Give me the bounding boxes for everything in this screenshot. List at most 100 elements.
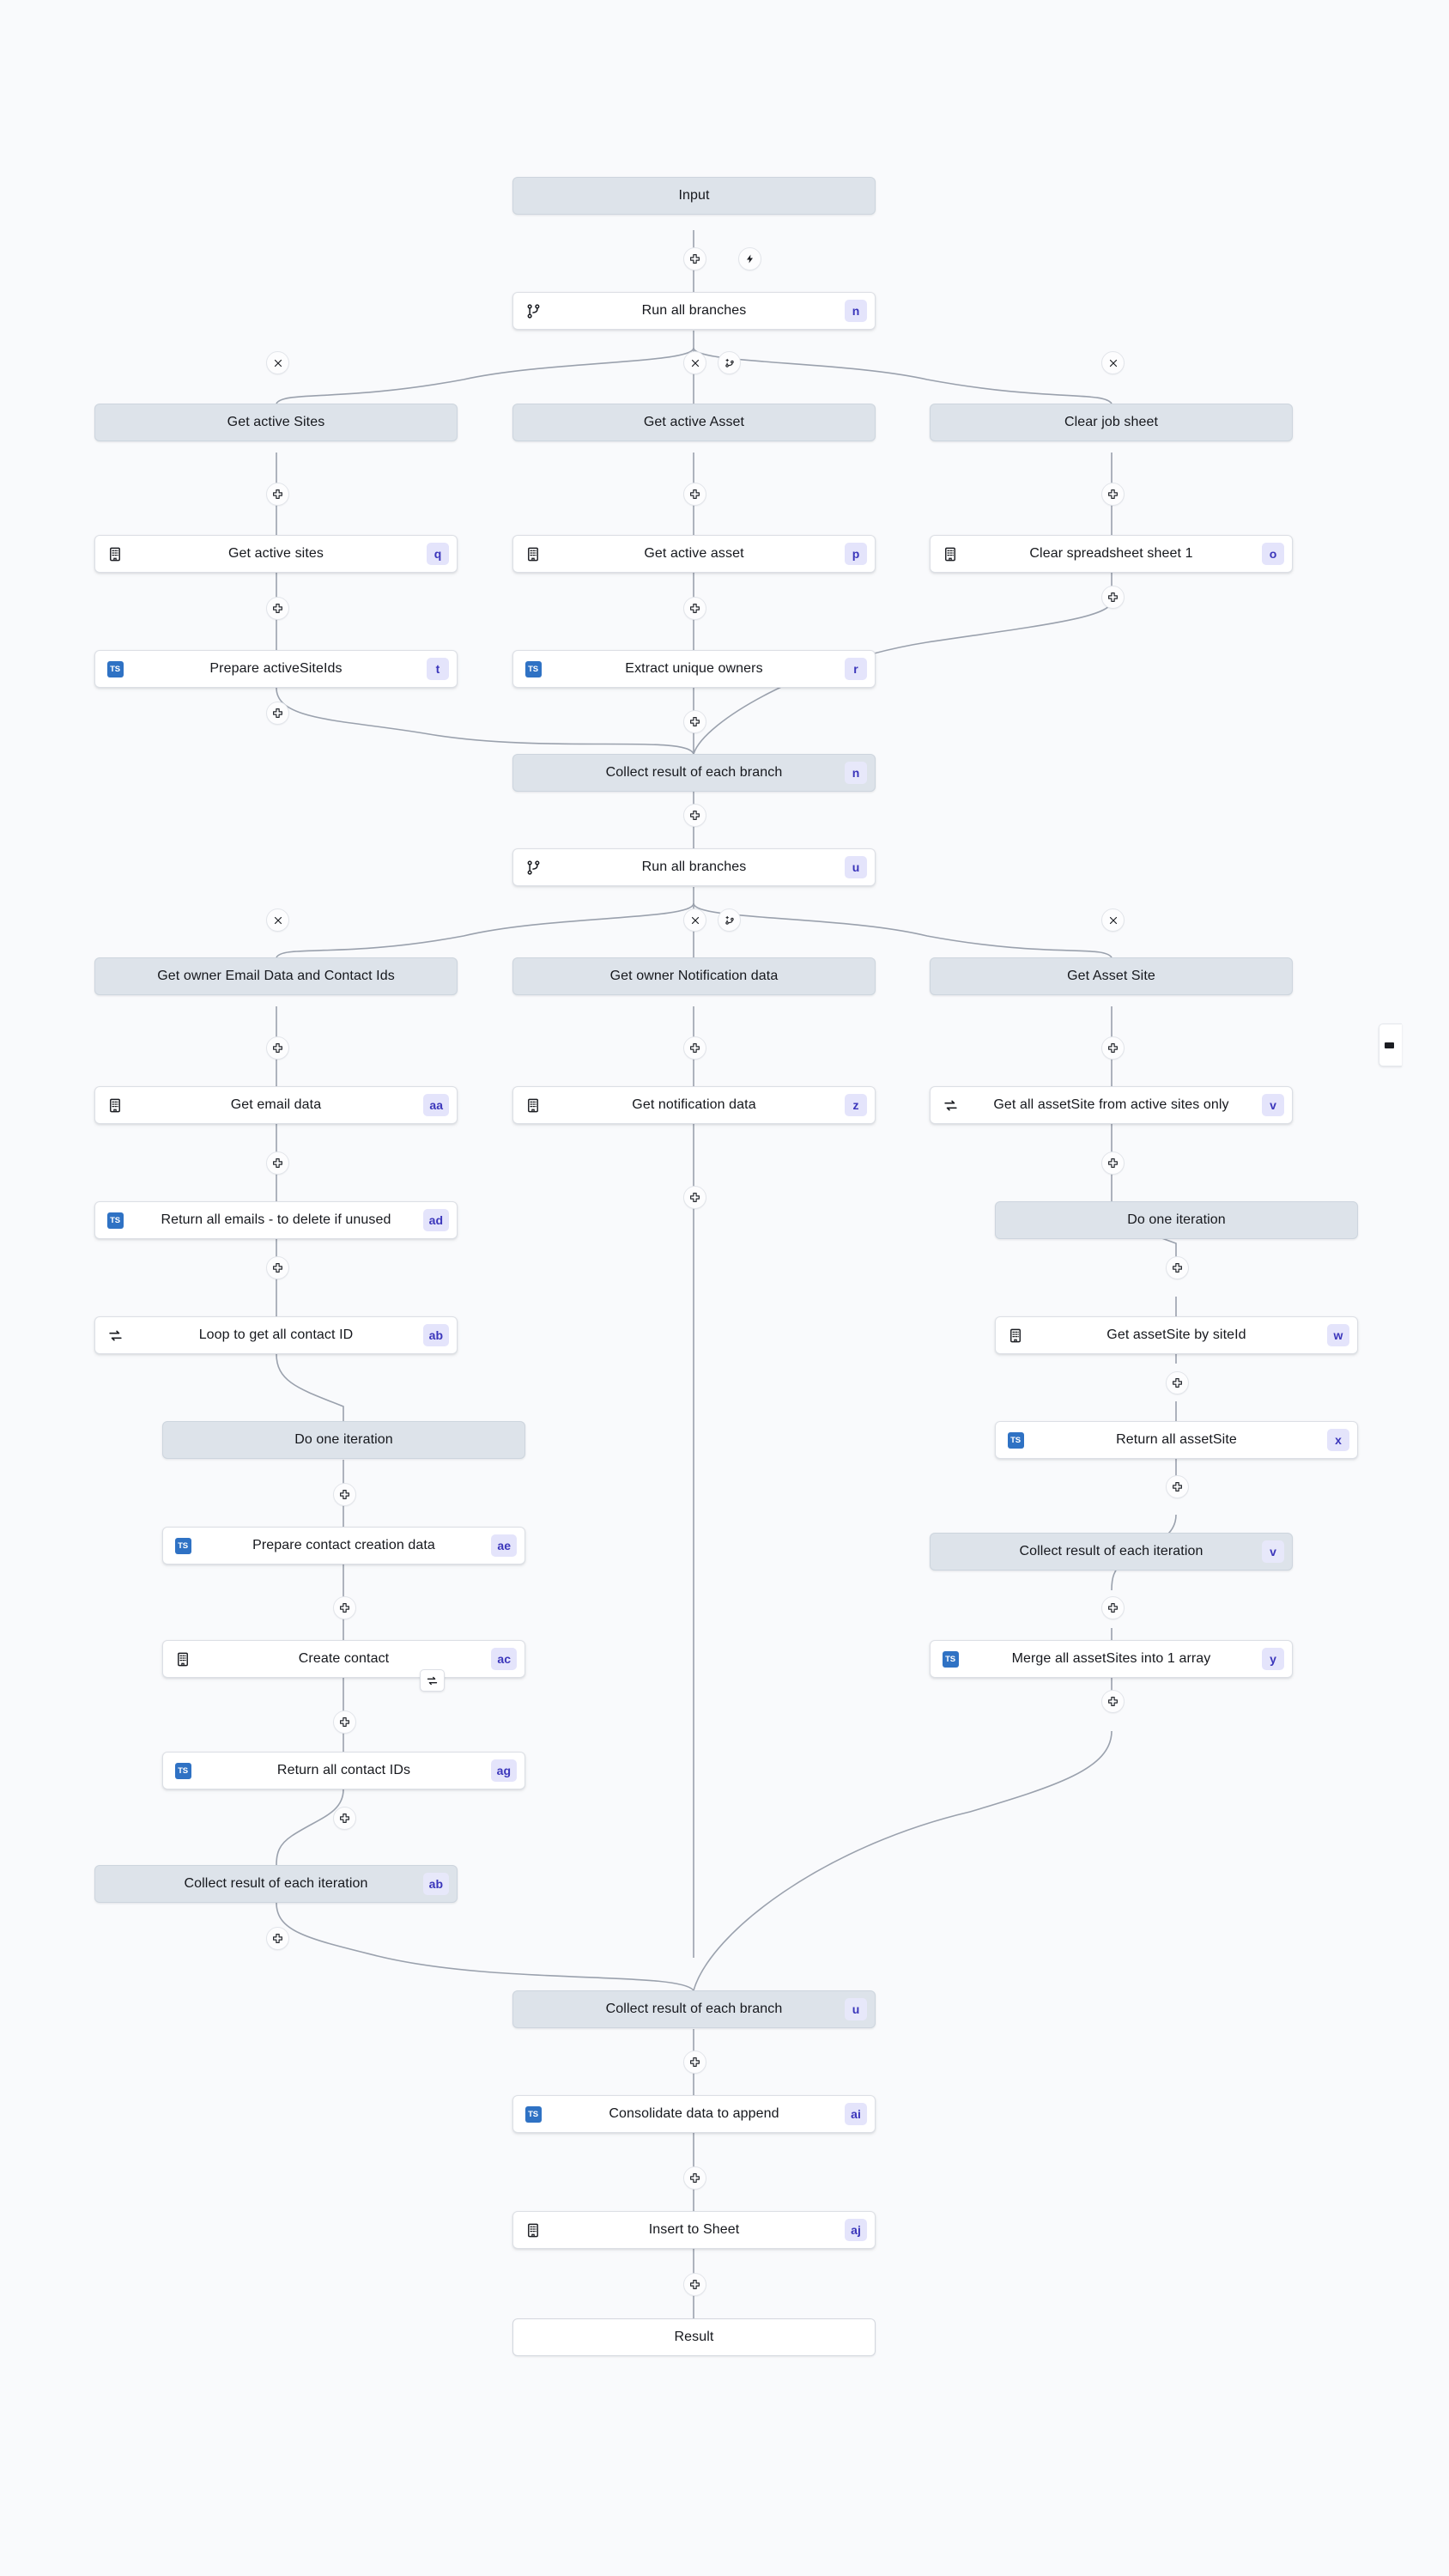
node-key-badge[interactable]: q — [427, 543, 449, 565]
add-node-button[interactable] — [683, 247, 706, 270]
add-node-button[interactable] — [333, 1710, 356, 1734]
node-run-all-branches-2[interactable]: Run all branches u — [512, 848, 876, 886]
add-node-button[interactable] — [1166, 1256, 1189, 1279]
node-result[interactable]: Result — [512, 2318, 876, 2356]
node-key-badge[interactable]: aj — [845, 2219, 867, 2241]
node-key-badge[interactable]: ae — [491, 1534, 517, 1557]
node-key-badge[interactable]: ac — [491, 1648, 517, 1670]
node-key-badge[interactable]: v — [1262, 1094, 1284, 1116]
add-node-button[interactable] — [266, 1036, 289, 1060]
add-node-button[interactable] — [683, 710, 706, 733]
node-prepare-active-site-ids[interactable]: TS Prepare activeSiteIds t — [94, 650, 458, 688]
branch-header-get-asset-site[interactable]: Get Asset Site — [930, 957, 1293, 995]
node-key-badge[interactable]: z — [845, 1094, 867, 1116]
add-node-button[interactable] — [683, 1186, 706, 1209]
node-key-badge[interactable]: ai — [845, 2103, 867, 2125]
close-branch-button[interactable] — [266, 908, 289, 932]
node-return-all-contact-ids[interactable]: TS Return all contact IDs ag — [162, 1752, 525, 1789]
add-node-button[interactable] — [1101, 1690, 1125, 1713]
node-key-badge[interactable]: u — [845, 856, 867, 878]
add-node-button[interactable] — [683, 2273, 706, 2296]
add-node-button[interactable] — [266, 702, 289, 725]
node-merge-all-assetsites[interactable]: TS Merge all assetSites into 1 array y — [930, 1640, 1293, 1678]
node-get-all-assetsite-active-sites[interactable]: Get all assetSite from active sites only… — [930, 1086, 1293, 1124]
node-key-badge[interactable]: ab — [422, 1324, 449, 1346]
add-node-button[interactable] — [1166, 1371, 1189, 1394]
add-node-button[interactable] — [333, 1596, 356, 1619]
add-node-button[interactable] — [683, 2166, 706, 2190]
close-branch-button[interactable] — [1101, 908, 1125, 932]
node-get-notification-data[interactable]: Get notification data z — [512, 1086, 876, 1124]
node-collect-result-branch-1[interactable]: Collect result of each branch n — [512, 754, 876, 792]
add-node-button[interactable] — [1101, 1596, 1125, 1619]
node-do-one-iteration-left[interactable]: Do one iteration — [162, 1421, 525, 1459]
add-node-button[interactable] — [1101, 586, 1125, 609]
node-return-all-emails[interactable]: TS Return all emails - to delete if unus… — [94, 1201, 458, 1239]
retry-button[interactable] — [420, 1669, 445, 1692]
node-get-email-data[interactable]: Get email data aa — [94, 1086, 458, 1124]
close-branch-button[interactable] — [1101, 351, 1125, 374]
add-node-button[interactable] — [683, 804, 706, 827]
node-key-badge[interactable]: p — [845, 543, 867, 565]
node-key-badge[interactable]: n — [845, 300, 867, 322]
node-key-badge[interactable]: w — [1327, 1324, 1349, 1346]
node-key-badge[interactable]: ag — [490, 1759, 517, 1782]
add-node-button[interactable] — [683, 1036, 706, 1060]
node-key-badge[interactable]: t — [427, 658, 449, 680]
node-loop-get-all-contact-id[interactable]: Loop to get all contact ID ab — [94, 1316, 458, 1354]
node-insert-to-sheet[interactable]: Insert to Sheet aj — [512, 2211, 876, 2249]
node-return-all-assetsite[interactable]: TS Return all assetSite x — [995, 1421, 1358, 1459]
branch-header-get-owner-notification-data[interactable]: Get owner Notification data — [512, 957, 876, 995]
add-node-button[interactable] — [1101, 483, 1125, 506]
node-key-badge[interactable]: ad — [422, 1209, 449, 1231]
node-key-badge[interactable]: r — [845, 658, 867, 680]
branch-header-get-owner-email-data[interactable]: Get owner Email Data and Contact Ids — [94, 957, 458, 995]
node-key-badge[interactable]: o — [1262, 543, 1284, 565]
node-extract-unique-owners[interactable]: TS Extract unique owners r — [512, 650, 876, 688]
node-key-badge[interactable]: u — [845, 1998, 867, 2020]
node-clear-spreadsheet-sheet-1[interactable]: Clear spreadsheet sheet 1 o — [930, 535, 1293, 573]
add-node-button[interactable] — [683, 597, 706, 620]
node-get-assetsite-by-siteid[interactable]: Get assetSite by siteId w — [995, 1316, 1358, 1354]
add-node-button[interactable] — [266, 597, 289, 620]
node-key-badge[interactable]: x — [1327, 1429, 1349, 1451]
add-node-button[interactable] — [1166, 1475, 1189, 1498]
add-node-button[interactable] — [333, 1807, 356, 1830]
node-key-badge[interactable]: ab — [422, 1873, 449, 1895]
trigger-button[interactable] — [738, 247, 761, 270]
node-collect-result-branch-2[interactable]: Collect result of each branch u — [512, 1990, 876, 2028]
node-key-badge[interactable]: y — [1262, 1648, 1284, 1670]
node-consolidate-data-to-append[interactable]: TS Consolidate data to append ai — [512, 2095, 876, 2133]
node-do-one-iteration-right[interactable]: Do one iteration — [995, 1201, 1358, 1239]
node-input[interactable]: Input — [512, 177, 876, 215]
close-branch-button[interactable] — [683, 351, 706, 374]
node-key-badge[interactable]: n — [845, 762, 867, 784]
node-collect-result-iteration-right[interactable]: Collect result of each iteration v — [930, 1533, 1293, 1571]
add-node-button[interactable] — [266, 483, 289, 506]
node-key-badge[interactable]: v — [1262, 1540, 1284, 1563]
add-node-button[interactable] — [1101, 1036, 1125, 1060]
add-node-button[interactable] — [266, 1256, 289, 1279]
node-run-all-branches-1[interactable]: Run all branches n — [512, 292, 876, 330]
node-get-active-sites[interactable]: Get active sites q — [94, 535, 458, 573]
branch-header-clear-job-sheet[interactable]: Clear job sheet — [930, 404, 1293, 441]
node-create-contact[interactable]: Create contact ac — [162, 1640, 525, 1678]
plus-icon — [340, 1490, 349, 1499]
add-branch-button[interactable] — [718, 908, 741, 932]
node-prepare-contact-creation-data[interactable]: TS Prepare contact creation data ae — [162, 1527, 525, 1564]
branch-header-get-active-sites[interactable]: Get active Sites — [94, 404, 458, 441]
branch-header-get-active-asset[interactable]: Get active Asset — [512, 404, 876, 441]
node-collect-result-iteration-left[interactable]: Collect result of each iteration ab — [94, 1865, 458, 1903]
close-branch-button[interactable] — [266, 351, 289, 374]
add-node-button[interactable] — [683, 2050, 706, 2074]
close-branch-button[interactable] — [683, 908, 706, 932]
add-node-button[interactable] — [266, 1927, 289, 1950]
add-node-button[interactable] — [333, 1483, 356, 1506]
node-key-badge[interactable]: aa — [423, 1094, 449, 1116]
add-node-button[interactable] — [683, 483, 706, 506]
add-node-button[interactable] — [266, 1151, 289, 1175]
add-branch-button[interactable] — [718, 351, 741, 374]
node-get-active-asset[interactable]: Get active asset p — [512, 535, 876, 573]
add-node-button[interactable] — [1101, 1151, 1125, 1175]
